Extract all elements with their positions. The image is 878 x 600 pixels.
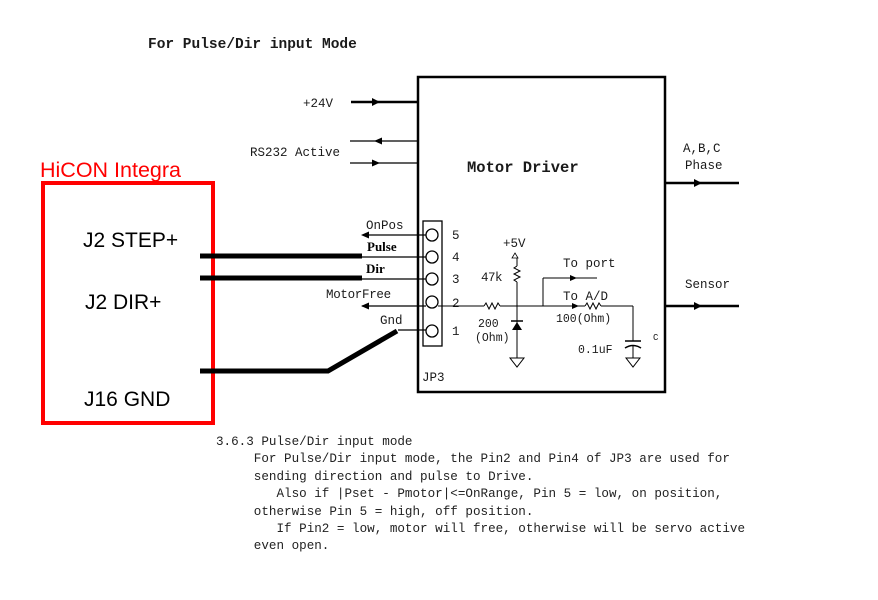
pin-2: 2 MotorFree: [326, 288, 460, 311]
pin-1-signal: Gnd: [380, 314, 403, 328]
jp3-label: JP3: [422, 371, 445, 385]
controller-signal-step: J2 STEP+: [83, 229, 178, 252]
cap-value-label: 0.1uF: [578, 344, 613, 357]
pullup-resistor-label: 47k: [481, 271, 502, 285]
rs232-out-arrow-icon: [374, 137, 382, 145]
rs232-label: RS232 Active: [250, 146, 340, 160]
input-circuit: 200 (Ohm) +5V 47k To port To A/D 100(Ohm…: [438, 237, 659, 368]
pin-3-signal: Dir: [366, 261, 385, 276]
supply-5v-label: +5V: [503, 237, 526, 251]
controller-name: HiCON Integra: [40, 158, 181, 182]
description-heading: 3.6.3 Pulse/Dir input mode: [216, 435, 413, 449]
pin-5-number: 5: [452, 229, 460, 243]
phase-output-label-1: A,B,C: [683, 142, 721, 156]
supply-5v-arrow-icon: [511, 252, 519, 259]
pin-3-number: 3: [452, 273, 460, 287]
description-line: For Pulse/Dir input mode, the Pin2 and P…: [216, 452, 730, 467]
cap-plate-bottom: [624, 344, 642, 349]
zener-diode-icon: [512, 322, 522, 330]
pin-2-arrow-icon: [361, 302, 369, 310]
pin-2-signal: MotorFree: [326, 288, 391, 302]
controller-signal-gnd: J16 GND: [84, 388, 170, 411]
filter-resistor-100: [584, 301, 602, 311]
pin-4-terminal: [425, 250, 439, 264]
pin-5: 5 OnPos: [361, 219, 460, 243]
description-line: even open.: [216, 539, 330, 554]
to-port-arrow-icon: [570, 275, 577, 281]
pin-4-signal: Pulse: [367, 239, 397, 254]
series-resistor-unit: (Ohm): [475, 332, 510, 345]
sensor-output-label: Sensor: [685, 278, 730, 292]
power-input-label: +24V: [303, 97, 334, 111]
power-input-arrow-icon: [372, 98, 380, 106]
pin-1-number: 1: [452, 325, 460, 339]
pin-5-arrow-icon: [361, 231, 369, 239]
pin-1-terminal: [425, 324, 439, 338]
description-text: 3.6.3 Pulse/Dir input mode For Pulse/Dir…: [216, 434, 745, 556]
phase-output-label-2: Phase: [685, 159, 723, 173]
pin-4: 4 Pulse: [362, 239, 460, 265]
pin-5-signal: OnPos: [366, 219, 404, 233]
description-line: otherwise Pin 5 = high, off position.: [216, 504, 534, 519]
pin-5-terminal: [425, 228, 439, 242]
pin-1: 1 Gnd: [380, 314, 460, 339]
pin-3: 3 Dir: [362, 261, 460, 287]
series-resistor-200: [483, 301, 501, 311]
description-line: If Pin2 = low, motor will free, otherwis…: [216, 522, 746, 537]
pin-3-terminal: [425, 272, 439, 286]
controller-box: [41, 181, 215, 425]
ground-symbol-1-icon: [508, 357, 526, 368]
rs232-in-arrow-icon: [372, 159, 380, 167]
cap-letter-label: C: [653, 333, 659, 343]
to-ad-label: To A/D: [563, 290, 608, 304]
series-resistor-value: 200: [478, 318, 499, 331]
filter-resistor-label: 100(Ohm): [556, 313, 611, 326]
gnd-wire: [200, 328, 399, 374]
pullup-resistor-47k: [512, 265, 522, 283]
controller-signal-dir: J2 DIR+: [85, 291, 161, 314]
ground-symbol-2-icon: [624, 357, 642, 368]
motor-driver-label: Motor Driver: [467, 159, 579, 177]
jp3-connector: [422, 220, 443, 347]
to-port-label: To port: [563, 257, 616, 271]
pin-2-terminal: [425, 295, 439, 309]
phase-output-arrow-icon: [694, 179, 702, 187]
diagram-title: For Pulse/Dir input Mode: [148, 37, 357, 53]
description-line: Also if |Pset - Pmotor|<=OnRange, Pin 5 …: [216, 487, 723, 502]
pin-4-number: 4: [452, 251, 460, 265]
to-ad-arrow-icon: [572, 303, 579, 309]
pin-2-number: 2: [452, 297, 460, 311]
sensor-output-arrow-icon: [694, 302, 702, 310]
description-line: sending direction and pulse to Drive.: [216, 469, 534, 484]
